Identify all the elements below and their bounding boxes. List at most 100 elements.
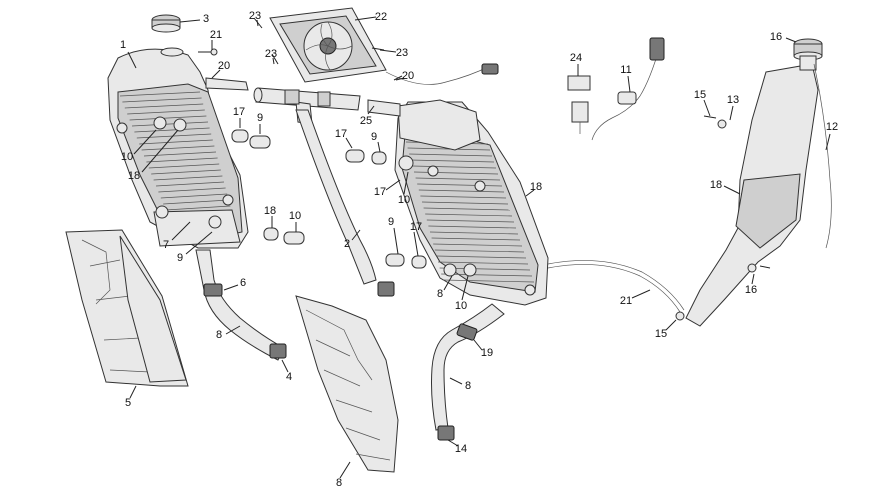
- callout-number-18: 18: [710, 179, 722, 191]
- callout-number-18: 18: [530, 181, 542, 193]
- callout-leader-line: [171, 221, 191, 241]
- callout-number-16: 16: [770, 31, 782, 43]
- callout-leader-line: [385, 179, 401, 191]
- callout-number-14: 14: [455, 443, 467, 455]
- callout-number-5: 5: [125, 397, 131, 409]
- right-radiator: [394, 99, 549, 306]
- callout-number-17: 17: [374, 186, 386, 198]
- upper-hose: [205, 77, 401, 125]
- callout-number-9: 9: [177, 252, 183, 264]
- callout-number-23: 23: [265, 48, 277, 60]
- callout-leader-line: [129, 385, 137, 399]
- callout-leader-line: [393, 227, 399, 255]
- cooling-fan: [269, 7, 499, 85]
- callout-number-10: 10: [121, 151, 133, 163]
- callout-number-15: 15: [655, 328, 667, 340]
- callout-leader-line: [367, 105, 375, 115]
- callout-leader-line: [354, 16, 377, 21]
- callout-number-4: 4: [286, 371, 292, 383]
- callout-number-24: 24: [570, 52, 582, 64]
- overflow-tank: [685, 38, 832, 327]
- callout-number-9: 9: [388, 216, 394, 228]
- callout-number-17: 17: [233, 106, 245, 118]
- callout-number-13: 13: [727, 94, 739, 106]
- callout-leader-line: [525, 189, 535, 197]
- callout-number-10: 10: [289, 210, 301, 222]
- callout-leader-line: [281, 359, 289, 373]
- callout-number-7: 7: [163, 239, 169, 251]
- left-radiator: [107, 48, 249, 249]
- callout-leader-line: [395, 77, 405, 81]
- callout-leader-line: [179, 19, 201, 23]
- callout-leader-line: [785, 37, 797, 43]
- callout-leader-line: [723, 185, 741, 195]
- hose-19: [431, 303, 505, 441]
- callout-number-11: 11: [620, 64, 631, 76]
- callout-leader-line: [225, 325, 241, 335]
- callout-leader-line: [729, 105, 734, 121]
- callout-leader-line: [627, 75, 631, 93]
- overflow-hose: [547, 260, 685, 313]
- callout-leader-line: [447, 439, 459, 447]
- callout-number-9: 9: [257, 112, 263, 124]
- callout-leader-line: [272, 57, 275, 65]
- callout-leader-line: [141, 129, 179, 173]
- callout-leader-line: [351, 229, 361, 241]
- callout-leader-line: [413, 231, 419, 257]
- leader-lines: [127, 16, 831, 479]
- callout-number-21: 21: [210, 29, 222, 41]
- callout-leader-line: [339, 461, 351, 479]
- center-shroud: [295, 295, 399, 473]
- callout-leader-line: [345, 137, 353, 149]
- callout-number-12: 12: [826, 121, 838, 133]
- callout-number-10: 10: [398, 194, 410, 206]
- callout-leader-line: [211, 69, 221, 79]
- callout-leader-line: [751, 273, 755, 285]
- callout-leader-line: [665, 319, 677, 331]
- callout-number-22: 22: [375, 11, 387, 23]
- callout-number-20: 20: [218, 60, 230, 72]
- callout-leader-line: [443, 275, 453, 291]
- callout-number-1: 1: [120, 39, 126, 51]
- callout-leader-line: [703, 99, 711, 117]
- callout-number-15: 15: [694, 89, 706, 101]
- callout-number-18: 18: [128, 170, 140, 182]
- wiring-harness: [567, 37, 665, 141]
- callout-number-21: 21: [620, 295, 632, 307]
- callout-number-8: 8: [216, 329, 222, 341]
- callout-number-2: 2: [344, 238, 350, 250]
- callout-number-8: 8: [336, 477, 342, 489]
- left-shroud: [65, 229, 189, 387]
- callout-leader-line: [825, 133, 831, 151]
- callout-leader-line: [377, 141, 381, 153]
- callout-leader-line: [379, 49, 397, 53]
- callout-number-3: 3: [203, 13, 209, 25]
- callout-number-23: 23: [396, 47, 408, 59]
- callout-number-10: 10: [455, 300, 467, 312]
- callout-number-17: 17: [410, 221, 422, 233]
- hose-7: [295, 109, 377, 285]
- callout-number-16: 16: [745, 284, 757, 296]
- callout-leader-line: [461, 275, 469, 301]
- callout-number-25: 25: [360, 115, 372, 127]
- callout-number-6: 6: [240, 277, 246, 289]
- callout-number-20: 20: [402, 70, 414, 82]
- small-hardware: [198, 17, 771, 321]
- callout-leader-line: [403, 171, 409, 195]
- callout-number-17: 17: [335, 128, 347, 140]
- callout-number-8: 8: [465, 380, 471, 392]
- callout-leader-line: [256, 19, 259, 27]
- callout-leader-line: [133, 129, 157, 155]
- callout-number-23: 23: [249, 10, 261, 22]
- callout-leader-line: [473, 339, 483, 351]
- callout-number-9: 9: [371, 131, 377, 143]
- radiator-cap: [151, 14, 184, 57]
- callout-leader-line: [185, 231, 213, 255]
- callout-leader-line: [449, 377, 463, 385]
- callout-number-18: 18: [264, 205, 276, 217]
- callout-leader-line: [223, 284, 239, 291]
- hose-clamp: [377, 281, 395, 297]
- callout-leader-line: [631, 289, 651, 299]
